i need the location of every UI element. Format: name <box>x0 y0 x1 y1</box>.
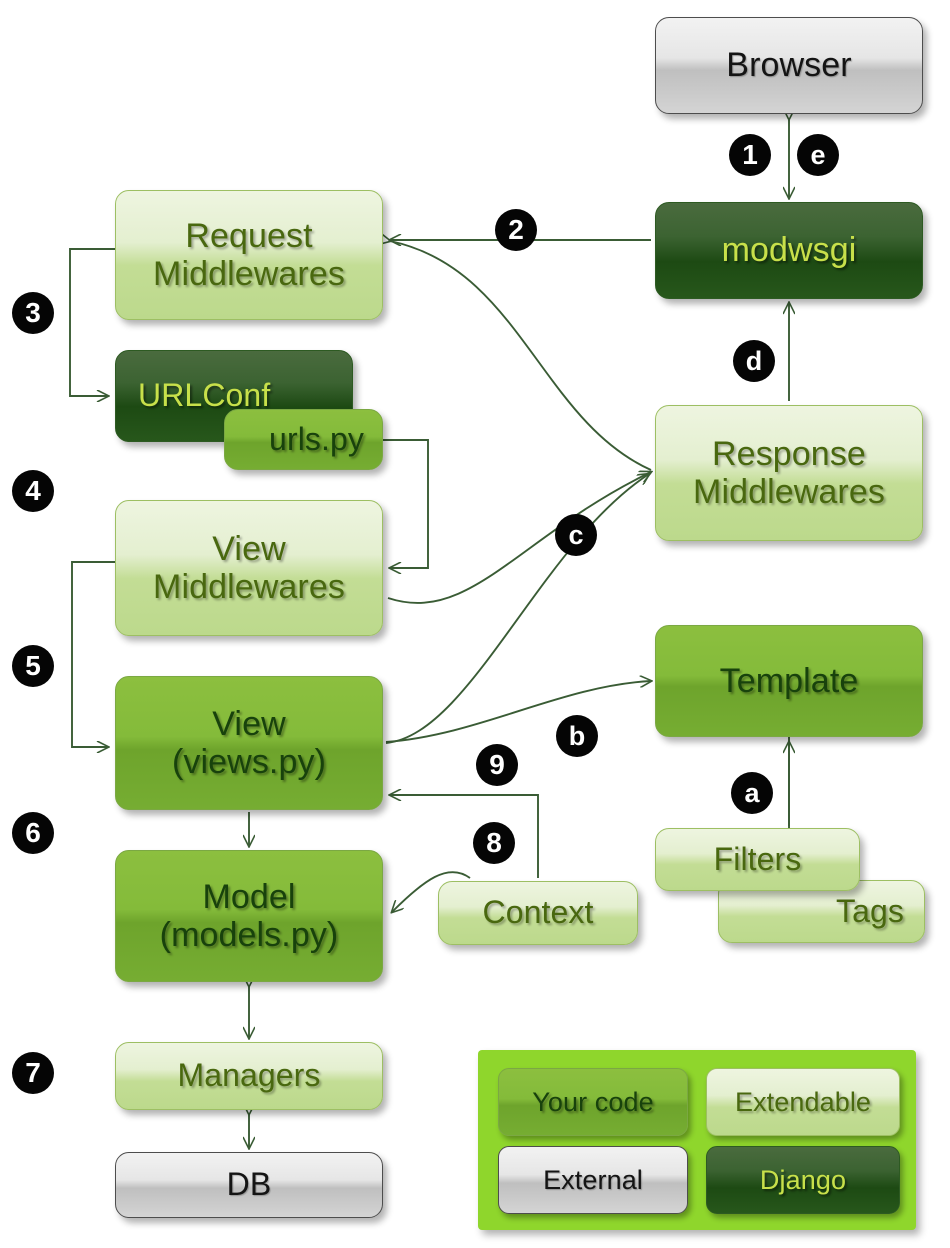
node-urls-py[interactable]: urls.py <box>224 409 383 470</box>
badge-step-d: d <box>733 340 775 382</box>
badge-step-e-label: e <box>810 139 826 170</box>
badge-step-6-label: 6 <box>25 817 41 848</box>
badge-step-9: 9 <box>476 744 518 786</box>
wire-view-response-curve <box>385 474 649 744</box>
badge-step-a: a <box>731 772 773 814</box>
badge-step-4: 4 <box>12 470 54 512</box>
badge-step-1-label: 1 <box>742 139 758 170</box>
badge-step-1: 1 <box>729 134 771 176</box>
badge-step-2-label: 2 <box>508 214 524 245</box>
wire-view-template <box>385 681 651 743</box>
badge-step-5: 5 <box>12 645 54 687</box>
node-urlconf-label: URLConf <box>138 377 271 414</box>
badge-step-a-label: a <box>744 777 760 808</box>
badge-step-6: 6 <box>12 812 54 854</box>
node-view-label: View (views.py) <box>171 704 327 781</box>
badge-step-7: 7 <box>12 1052 54 1094</box>
node-view-middlewares-label: View Middlewares <box>153 529 345 606</box>
badge-step-4-label: 4 <box>25 475 41 506</box>
badge-step-b: b <box>556 715 598 757</box>
node-view[interactable]: View (views.py) <box>115 676 383 810</box>
node-modwsgi[interactable]: modwsgi <box>655 202 923 299</box>
node-browser-label: Browser <box>726 46 852 85</box>
wire-viewmw-view <box>71 561 115 747</box>
node-response-middlewares-label: Response Middlewares <box>693 434 885 511</box>
node-managers[interactable]: Managers <box>115 1042 383 1110</box>
wire-urls-viewmw <box>383 439 429 568</box>
badge-step-5-label: 5 <box>25 650 41 681</box>
legend-item-django-label: Django <box>759 1164 847 1195</box>
legend-item-extendable-label: Extendable <box>734 1086 872 1117</box>
wire-context-view <box>390 795 539 878</box>
legend-item-your-code-label: Your code <box>532 1086 654 1117</box>
node-db-label: DB <box>226 1166 272 1203</box>
legend-panel: Your code Extendable External Django <box>478 1050 916 1230</box>
badge-step-2: 2 <box>495 209 537 251</box>
node-filters[interactable]: Filters <box>655 828 860 891</box>
legend-item-external[interactable]: External <box>498 1146 688 1214</box>
wire-request-urlconf <box>69 248 115 396</box>
node-request-middlewares[interactable]: Request Middlewares <box>115 190 383 320</box>
badge-step-c-label: c <box>568 519 584 550</box>
badge-step-7-label: 7 <box>25 1057 41 1088</box>
wire-request-response-curve <box>390 241 652 471</box>
badge-step-c: c <box>555 514 597 556</box>
node-context[interactable]: Context <box>438 881 638 945</box>
node-template-label: Template <box>719 661 859 700</box>
legend-item-your-code[interactable]: Your code <box>498 1068 688 1136</box>
badge-step-3-label: 3 <box>25 297 41 328</box>
node-model-label: Model (models.py) <box>159 877 339 954</box>
node-managers-label: Managers <box>177 1057 321 1094</box>
node-db[interactable]: DB <box>115 1152 383 1218</box>
node-modwsgi-label: modwsgi <box>721 231 857 270</box>
badge-step-3: 3 <box>12 292 54 334</box>
badge-step-8: 8 <box>473 822 515 864</box>
node-filters-label: Filters <box>713 840 802 877</box>
badge-step-8-label: 8 <box>486 827 502 858</box>
legend-item-external-label: External <box>543 1164 643 1195</box>
node-request-middlewares-label: Request Middlewares <box>153 216 345 293</box>
node-model[interactable]: Model (models.py) <box>115 850 383 982</box>
wire-viewmw-response-curve <box>387 472 651 604</box>
badge-step-e: e <box>797 134 839 176</box>
legend-item-extendable[interactable]: Extendable <box>706 1068 900 1136</box>
node-view-middlewares[interactable]: View Middlewares <box>115 500 383 636</box>
node-context-label: Context <box>482 894 594 931</box>
node-browser[interactable]: Browser <box>655 17 923 114</box>
badge-step-b-label: b <box>568 720 586 751</box>
node-urls-py-label: urls.py <box>269 420 364 457</box>
legend-item-django[interactable]: Django <box>706 1146 900 1214</box>
badge-step-9-label: 9 <box>489 749 505 780</box>
node-tags-label: Tags <box>836 892 904 929</box>
node-template[interactable]: Template <box>655 625 923 737</box>
node-response-middlewares[interactable]: Response Middlewares <box>655 405 923 541</box>
badge-step-d-label: d <box>745 345 763 376</box>
